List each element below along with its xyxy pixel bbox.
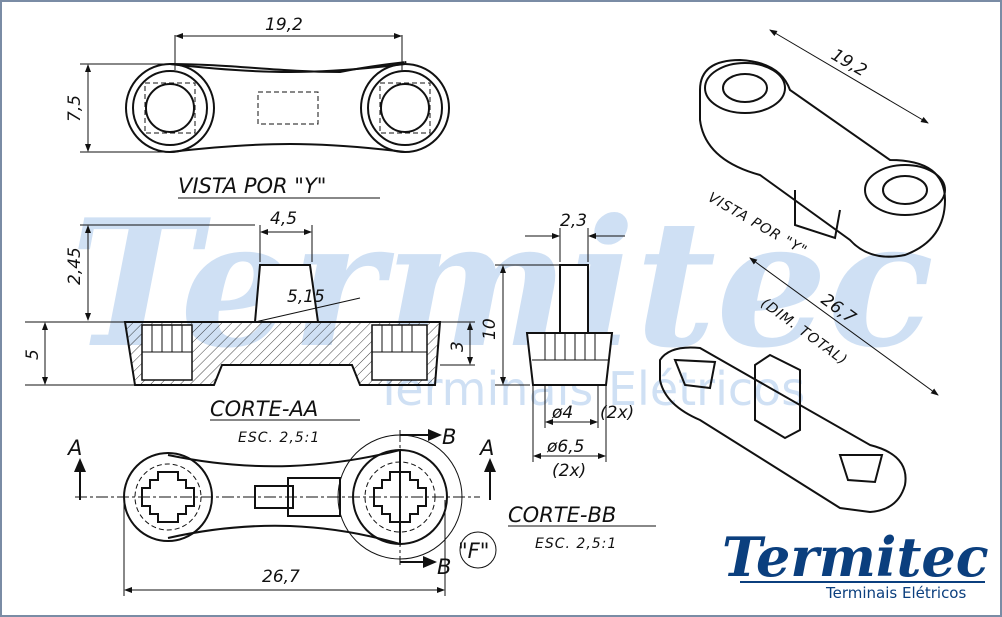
- top-view-dim-length: 19,2: [265, 15, 303, 35]
- bottom-label-a-right: A: [478, 436, 494, 460]
- section-aa-scale: ESC. 2,5:1: [238, 430, 320, 446]
- section-aa-title: CORTE-AA: [210, 397, 318, 421]
- bottom-view-dim-total: 26,7: [262, 567, 300, 587]
- cut-a-left-arrow: [74, 458, 86, 472]
- iso-top-left-hole: [722, 73, 768, 103]
- iso-top-dim-line: [769, 29, 929, 124]
- section-bb: 2,3 10 ø4 (2x) ø6,5 (2x) CORTE-BB ESC. 2…: [480, 211, 656, 552]
- iso-bottom-left-socket: [673, 358, 717, 390]
- iso-top-right-boss: [864, 164, 946, 216]
- right-boss-hole: [380, 83, 430, 133]
- top-view: 19,2 7,5 VISTA POR "Y": [65, 15, 450, 199]
- section-aa-dim-angle: 5,15: [287, 287, 325, 307]
- top-view-title: VISTA POR "Y": [178, 174, 326, 198]
- section-bb-dim-inner-dia: ø4: [551, 403, 573, 423]
- cut-b-top-arrow: [428, 429, 442, 441]
- section-aa-dim-recess: 3: [448, 341, 468, 352]
- iso-top-tab: [794, 190, 841, 240]
- top-view-upper-edge2: [169, 63, 406, 74]
- section-aa-serrations: [142, 325, 427, 353]
- logo-tagline: Terminais Elétricos: [825, 584, 966, 602]
- left-boss-hole: [145, 83, 195, 133]
- section-bb-dim-outer-dia: ø6,5: [546, 437, 584, 457]
- iso-top-left-boss: [704, 62, 786, 114]
- iso-top-right-hole: [882, 175, 928, 205]
- bottom-label-b-bottom: B: [437, 555, 451, 579]
- right-hidden-square: [379, 82, 431, 134]
- section-aa-tab: [253, 264, 320, 323]
- cut-a-right-arrow: [484, 458, 496, 472]
- top-view-dim-height: 7,5: [65, 95, 85, 122]
- bottom-label-a-left: A: [66, 436, 82, 460]
- right-boss-mid: [367, 70, 443, 146]
- iso-top-dim: 19,2: [828, 45, 871, 81]
- section-bb-scale: ESC. 2,5:1: [535, 536, 617, 552]
- section-bb-title: CORTE-BB: [508, 503, 616, 527]
- section-aa-body: [123, 321, 442, 386]
- left-boss-mid: [132, 70, 208, 146]
- logo-underline: [740, 581, 985, 583]
- section-bb-dim-outer-qty: (2x): [552, 461, 586, 481]
- section-bb-dim-tab: 2,3: [560, 211, 587, 231]
- logo-brand: Termitec: [722, 525, 989, 589]
- iso-top-body: [699, 58, 947, 258]
- center-hidden-tab: [257, 91, 319, 125]
- left-hidden-square: [144, 82, 196, 134]
- bottom-label-b-top: B: [442, 425, 456, 449]
- detail-f-bubble: [459, 531, 497, 569]
- left-boss-outer: [125, 63, 215, 153]
- section-bb-dim-inner-qty: (2x): [600, 403, 634, 423]
- section-aa-dim-tab-height: 2,45: [65, 247, 85, 285]
- cut-b-bottom-arrow: [423, 556, 437, 568]
- section-bb-tab: [559, 264, 589, 334]
- top-view-lower-edge: [169, 142, 406, 153]
- iso-bottom-body: [659, 346, 907, 514]
- section-bb-dim-height: 10: [480, 318, 500, 340]
- section-bb-serrations: [532, 333, 608, 361]
- section-bb-boss: [525, 332, 614, 386]
- bottom-view: A A B B "F" 26,7: [66, 425, 497, 596]
- iso-bottom-right-socket: [838, 454, 884, 484]
- bottom-left-hex-socket: [141, 471, 195, 523]
- right-boss-outer: [360, 63, 450, 153]
- section-aa-dim-tab-width: 4,5: [270, 209, 297, 229]
- termitec-logo: Termitec Terminais Elétricos: [722, 525, 989, 602]
- bottom-label-detail: "F": [458, 539, 489, 563]
- bottom-right-hex-socket: [373, 471, 427, 523]
- section-aa: 4,5 2,45 5,15 5 3 CORTE-AA ESC. 2,5:1: [23, 209, 475, 446]
- iso-bottom-dim-line: [749, 257, 939, 396]
- dim-angle-leader: [254, 297, 361, 323]
- section-aa-dim-thickness: 5: [23, 349, 43, 360]
